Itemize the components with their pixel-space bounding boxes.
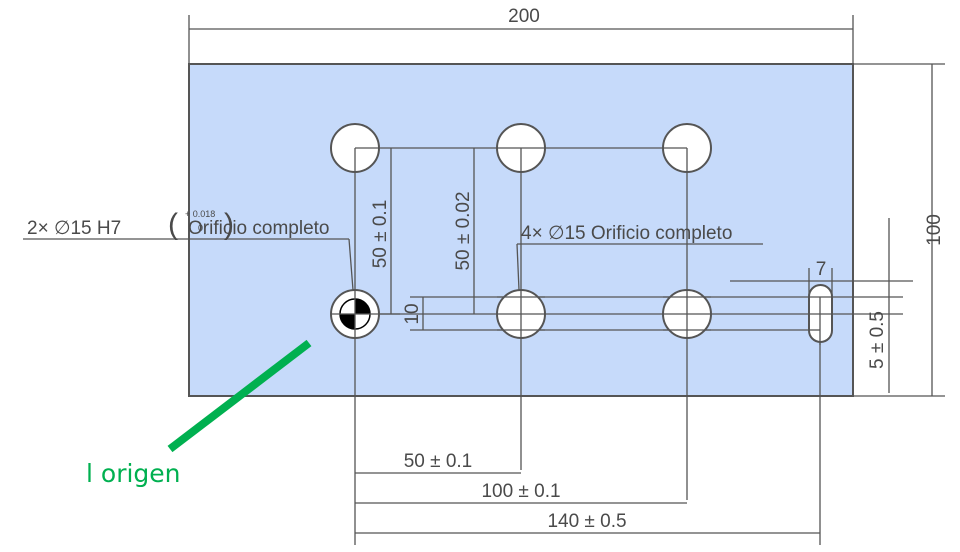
annotation-origin-label: l origen: [86, 459, 181, 488]
dim-h-140: 140 ± 0.5: [355, 511, 820, 534]
dim-h-50: 50 ± 0.1: [355, 451, 521, 474]
callout-datum-prefix: 2× ∅15 H7: [27, 218, 121, 239]
dim-overall-width: 200: [188, 6, 854, 64]
dim-text-200: 200: [508, 6, 540, 27]
dim-text-h140: 140 ± 0.5: [547, 511, 626, 532]
dim-h-100: 100 ± 0.1: [355, 481, 687, 504]
dim-text-100: 100: [924, 214, 945, 246]
annotation-pointer: [167, 339, 312, 453]
tol-upper: + 0.018: [185, 209, 215, 219]
callout-holes-text: 4× ∅15 Orificio completo: [521, 223, 732, 244]
dim-text-50-0.1: 50 ± 0.1: [370, 200, 391, 269]
center-crosses: [354, 147, 832, 345]
dim-text-h50: 50 ± 0.1: [404, 451, 473, 472]
callout-datum-holes: 2× ∅15 H7 ( + 0.018 0 ) Orificio complet…: [23, 208, 354, 291]
dim-slot-height: 5 ± 0.5: [867, 218, 890, 393]
tol-lower: 0: [198, 223, 203, 233]
paren-left: (: [168, 208, 178, 241]
paren-close: ): [224, 208, 234, 241]
dim-overall-height: 100: [853, 63, 945, 397]
datum-origin-symbol: [331, 290, 379, 338]
callout-datum-suffix: Orificio completo: [188, 218, 330, 239]
callout-holes: 4× ∅15 Orificio completo: [516, 223, 763, 291]
dim-text-h100: 100 ± 0.1: [481, 481, 560, 502]
dim-vertical-mid: 50 ± 0.02: [453, 148, 475, 314]
dim-text-10: 10: [402, 303, 423, 324]
dim-text-5-0.5: 5 ± 0.5: [867, 311, 888, 369]
dim-text-7: 7: [816, 259, 827, 280]
dim-text-50-0.02: 50 ± 0.02: [453, 191, 474, 270]
